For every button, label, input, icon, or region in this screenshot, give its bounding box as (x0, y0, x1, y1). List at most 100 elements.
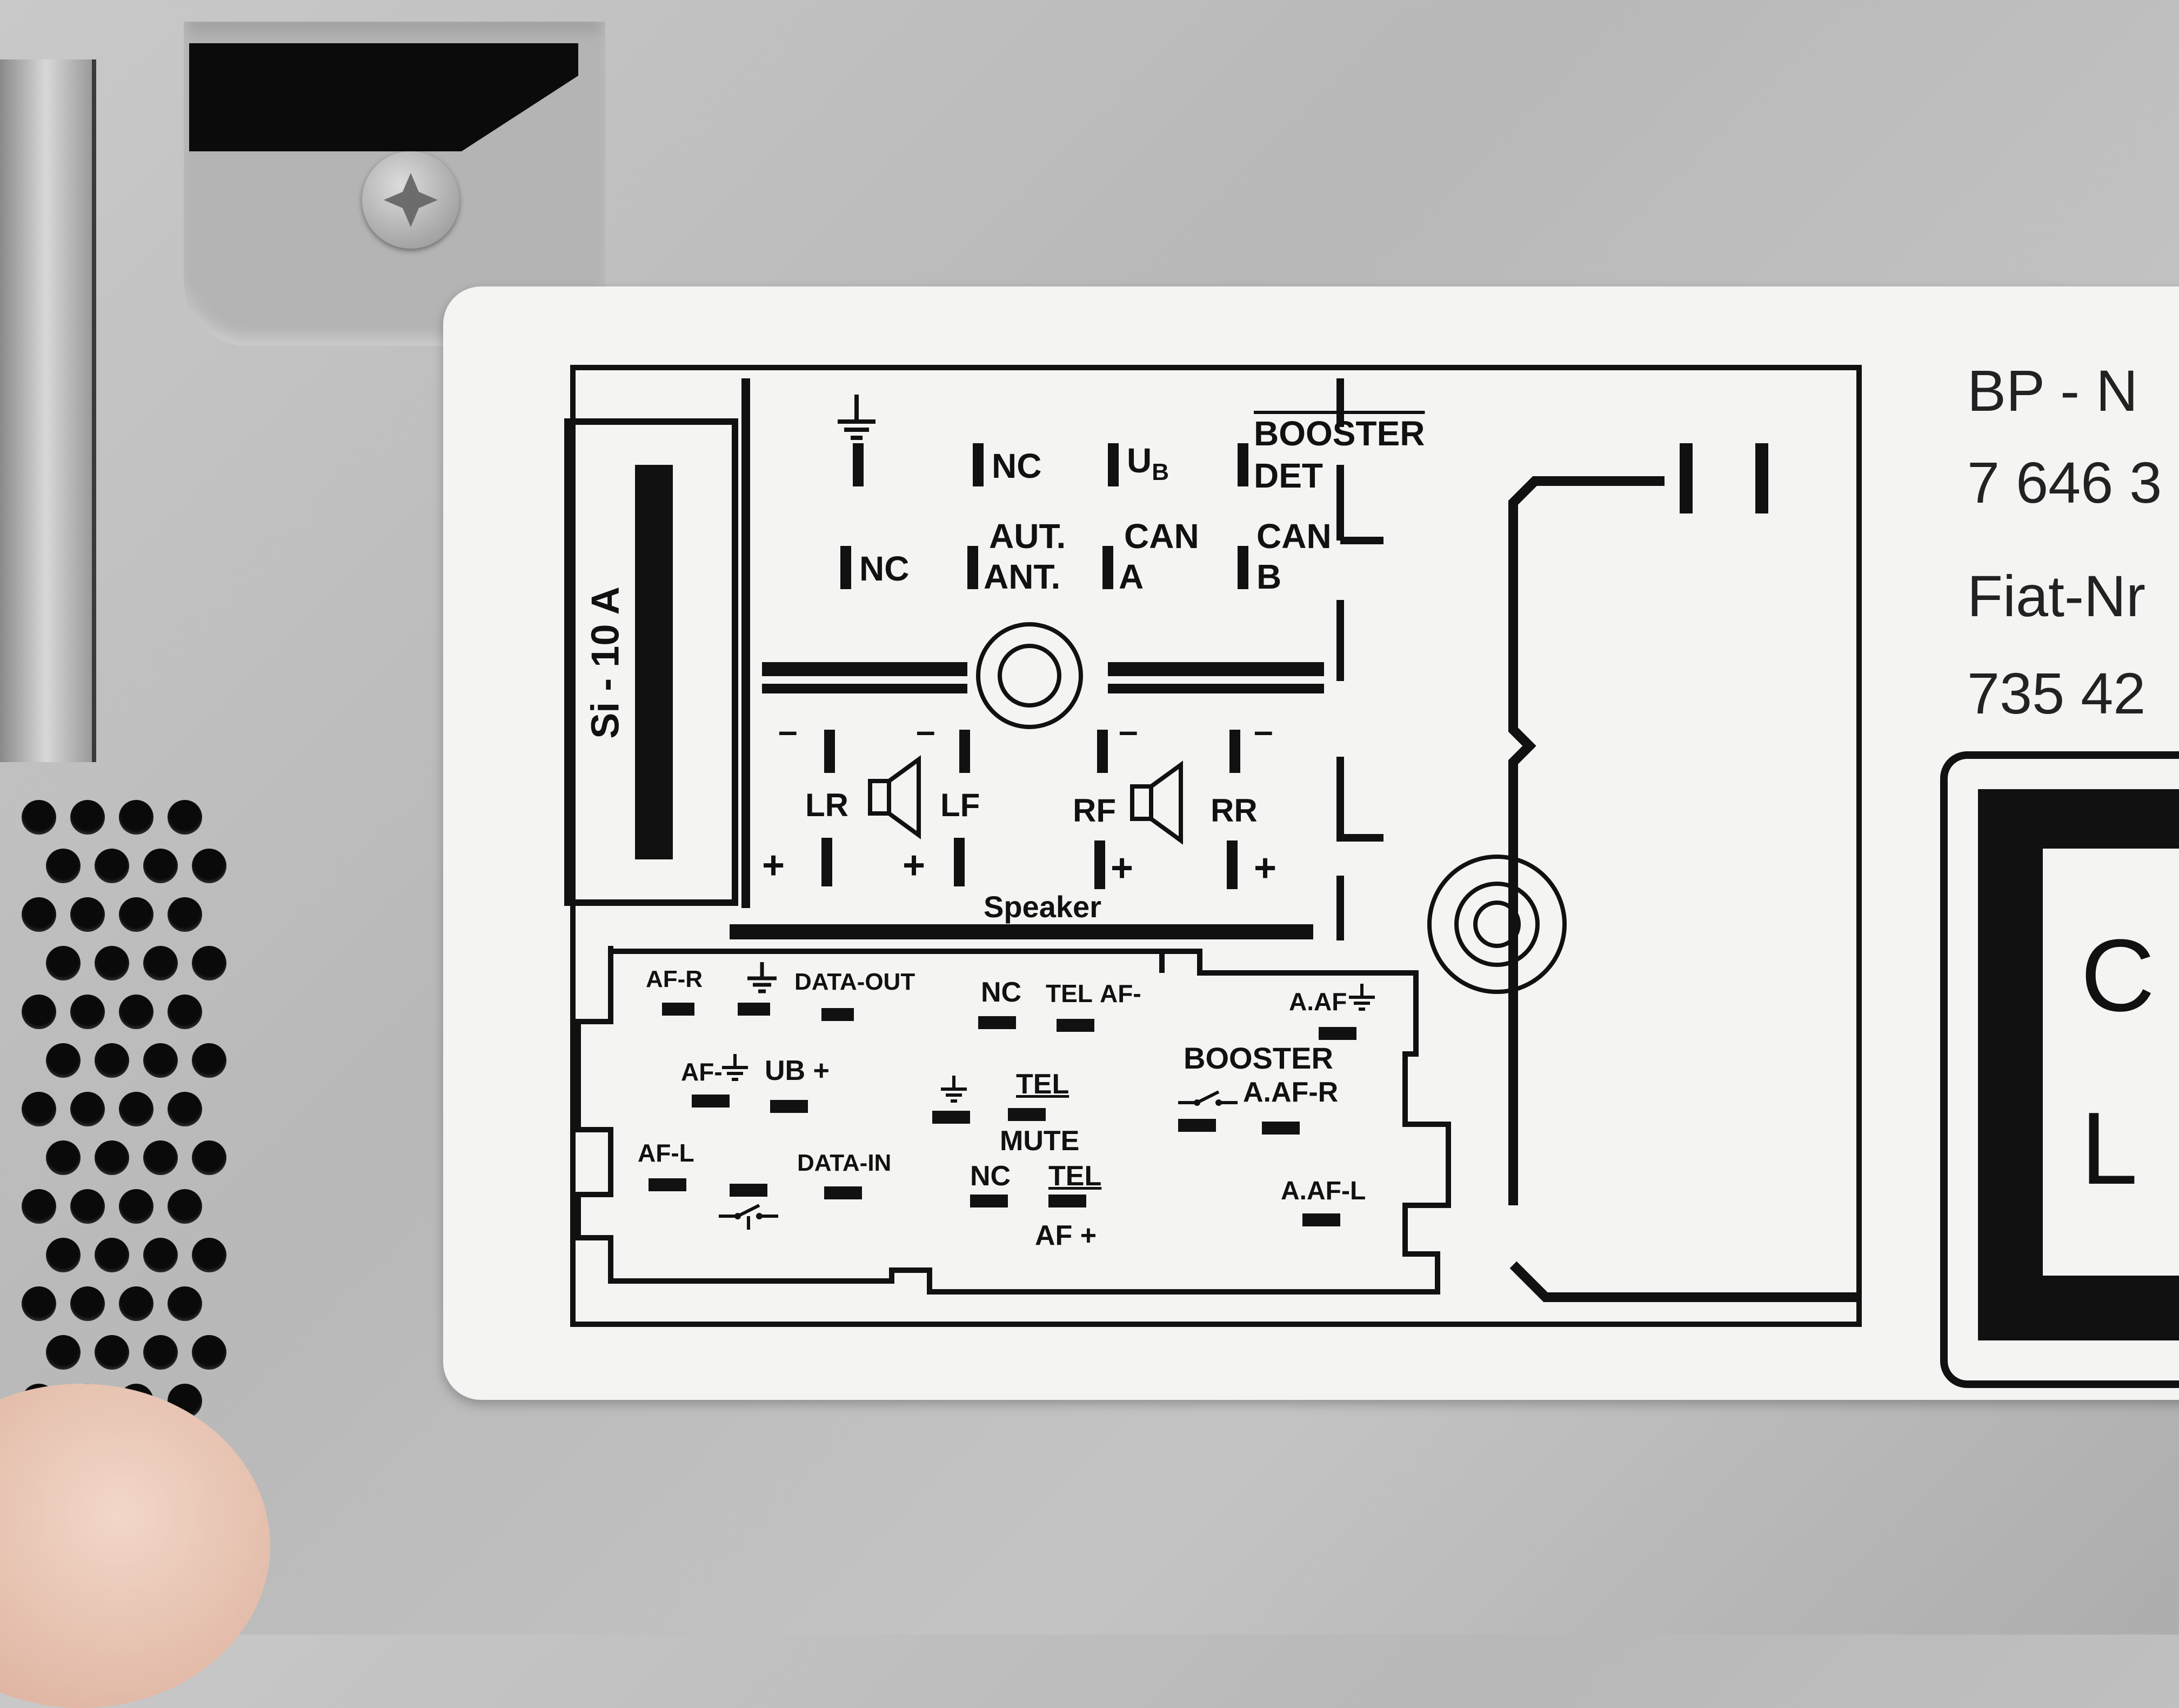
pin-a-af-r (1262, 1122, 1300, 1135)
info-box-line1: C (2081, 918, 2155, 1033)
vent-hole (22, 1189, 56, 1224)
pin-label-booster: BOOSTER (1254, 414, 1425, 453)
bracket-left (0, 59, 96, 762)
vent-hole (119, 897, 153, 932)
pin-lf-plus (954, 838, 965, 886)
vent-hole (46, 946, 81, 980)
vent-hole (143, 849, 178, 883)
vent-hole (46, 849, 81, 883)
vent-hole (22, 897, 56, 932)
vent-hole (168, 1286, 202, 1321)
pin-ground (853, 443, 864, 486)
pin-label-af-minus: AF- (1100, 979, 1141, 1008)
pin-can-a (1102, 546, 1113, 589)
bp-label: BP - N (1967, 358, 2138, 423)
pin-booster-b (1178, 1119, 1216, 1132)
vent-hole (95, 1043, 129, 1078)
vent-hole (46, 1238, 81, 1272)
pin-rr-minus (1229, 730, 1240, 773)
pin-label-nc-b3: NC (970, 1160, 1011, 1192)
pin-label-aut: AUT. (989, 517, 1066, 556)
vent-hole (70, 897, 105, 932)
ground-icon (743, 962, 781, 1003)
vent-hole (22, 800, 56, 835)
bp-number: 7 646 3 (1967, 450, 2162, 515)
pin-lf-minus (959, 730, 970, 773)
vent-hole (168, 995, 202, 1029)
pin-label-af-r: AF-R (646, 966, 703, 992)
plus-rf: + (1111, 846, 1134, 890)
switch-icon (1178, 1086, 1238, 1116)
pin-label-ub: UB (1127, 441, 1169, 485)
pin-data-in (824, 1186, 862, 1199)
pin-rr-plus (1227, 840, 1238, 889)
speaker-lf: LF (940, 787, 980, 823)
info-box-panel (2043, 849, 2179, 1276)
pin-tel-b3 (1048, 1195, 1086, 1207)
pin-tel-b2 (1008, 1108, 1046, 1121)
pin-switch-b3 (730, 1184, 767, 1197)
pin-ground-b2 (932, 1111, 970, 1124)
pinout-label: Si - 10 A NC UB BOOSTER DET NC AUT. ANT.… (443, 286, 2179, 1400)
vent-hole (192, 1335, 226, 1370)
pin-label-a: A (1119, 557, 1144, 596)
plus-rr: + (1254, 846, 1277, 890)
pin-label-tel-b2: TEL (1016, 1069, 1070, 1100)
info-box-outer (1940, 751, 2179, 1388)
pin-data-out (821, 1008, 854, 1021)
pin-label-af-l: AF-L (638, 1139, 694, 1167)
vent-hole (22, 1286, 56, 1321)
pin-booster-det (1238, 443, 1248, 486)
vent-hole (143, 1140, 178, 1175)
fuse-label: Si - 10 A (584, 586, 627, 739)
pin-nc-b3 (970, 1195, 1008, 1207)
vent-holes (0, 800, 226, 1503)
pinout-diagram (564, 365, 1862, 1327)
vent-hole (22, 1092, 56, 1126)
plus-lr: + (762, 844, 785, 887)
pin-label-nc-b: NC (981, 977, 1022, 1008)
speaker-title: Speaker (984, 890, 1101, 924)
speaker-icon (1127, 759, 1186, 849)
vent-hole (119, 1092, 153, 1126)
plus-lf: + (903, 844, 926, 887)
pin-label-a-af-l: A.AF-L (1281, 1177, 1366, 1205)
vent-hole (95, 1140, 129, 1175)
pin-lr-plus (821, 838, 832, 886)
switch-icon (719, 1200, 778, 1235)
pin-label-data-in: DATA-IN (797, 1150, 892, 1176)
vent-hole (192, 1140, 226, 1175)
vent-hole (70, 1189, 105, 1224)
vent-hole (143, 1238, 178, 1272)
vent-hole (119, 1189, 153, 1224)
pin-label-can-a: CAN (1124, 517, 1199, 556)
pin-label-ub-plus: UB + (765, 1055, 830, 1086)
vent-hole (168, 1092, 202, 1126)
vent-hole (70, 1092, 105, 1126)
vent-hole (70, 995, 105, 1029)
pin-a-af (1319, 1027, 1356, 1040)
minus-rr: – (1254, 711, 1273, 750)
vent-hole (192, 946, 226, 980)
speaker-rf: RF (1073, 792, 1116, 829)
pin-ub-plus (770, 1100, 808, 1113)
vent-hole (46, 1140, 81, 1175)
pin-label-data-out: DATA-OUT (794, 969, 915, 995)
vent-hole (119, 995, 153, 1029)
pin-aut-ant (967, 546, 978, 589)
vent-hole (95, 849, 129, 883)
pin-af-gnd (692, 1095, 730, 1107)
pin-label-a-af: A.AF (1289, 988, 1347, 1016)
vent-hole (192, 849, 226, 883)
vent-hole (143, 1335, 178, 1370)
vent-hole (70, 1286, 105, 1321)
pin-can-b (1238, 546, 1248, 589)
vent-hole (143, 946, 178, 980)
vent-hole (95, 946, 129, 980)
minus-rf: – (1119, 711, 1138, 750)
vent-hole (192, 1043, 226, 1078)
pin-rf-plus (1094, 840, 1105, 889)
speaker-rr: RR (1211, 792, 1258, 829)
vent-hole (119, 800, 153, 835)
pin-nc-top (973, 443, 984, 486)
